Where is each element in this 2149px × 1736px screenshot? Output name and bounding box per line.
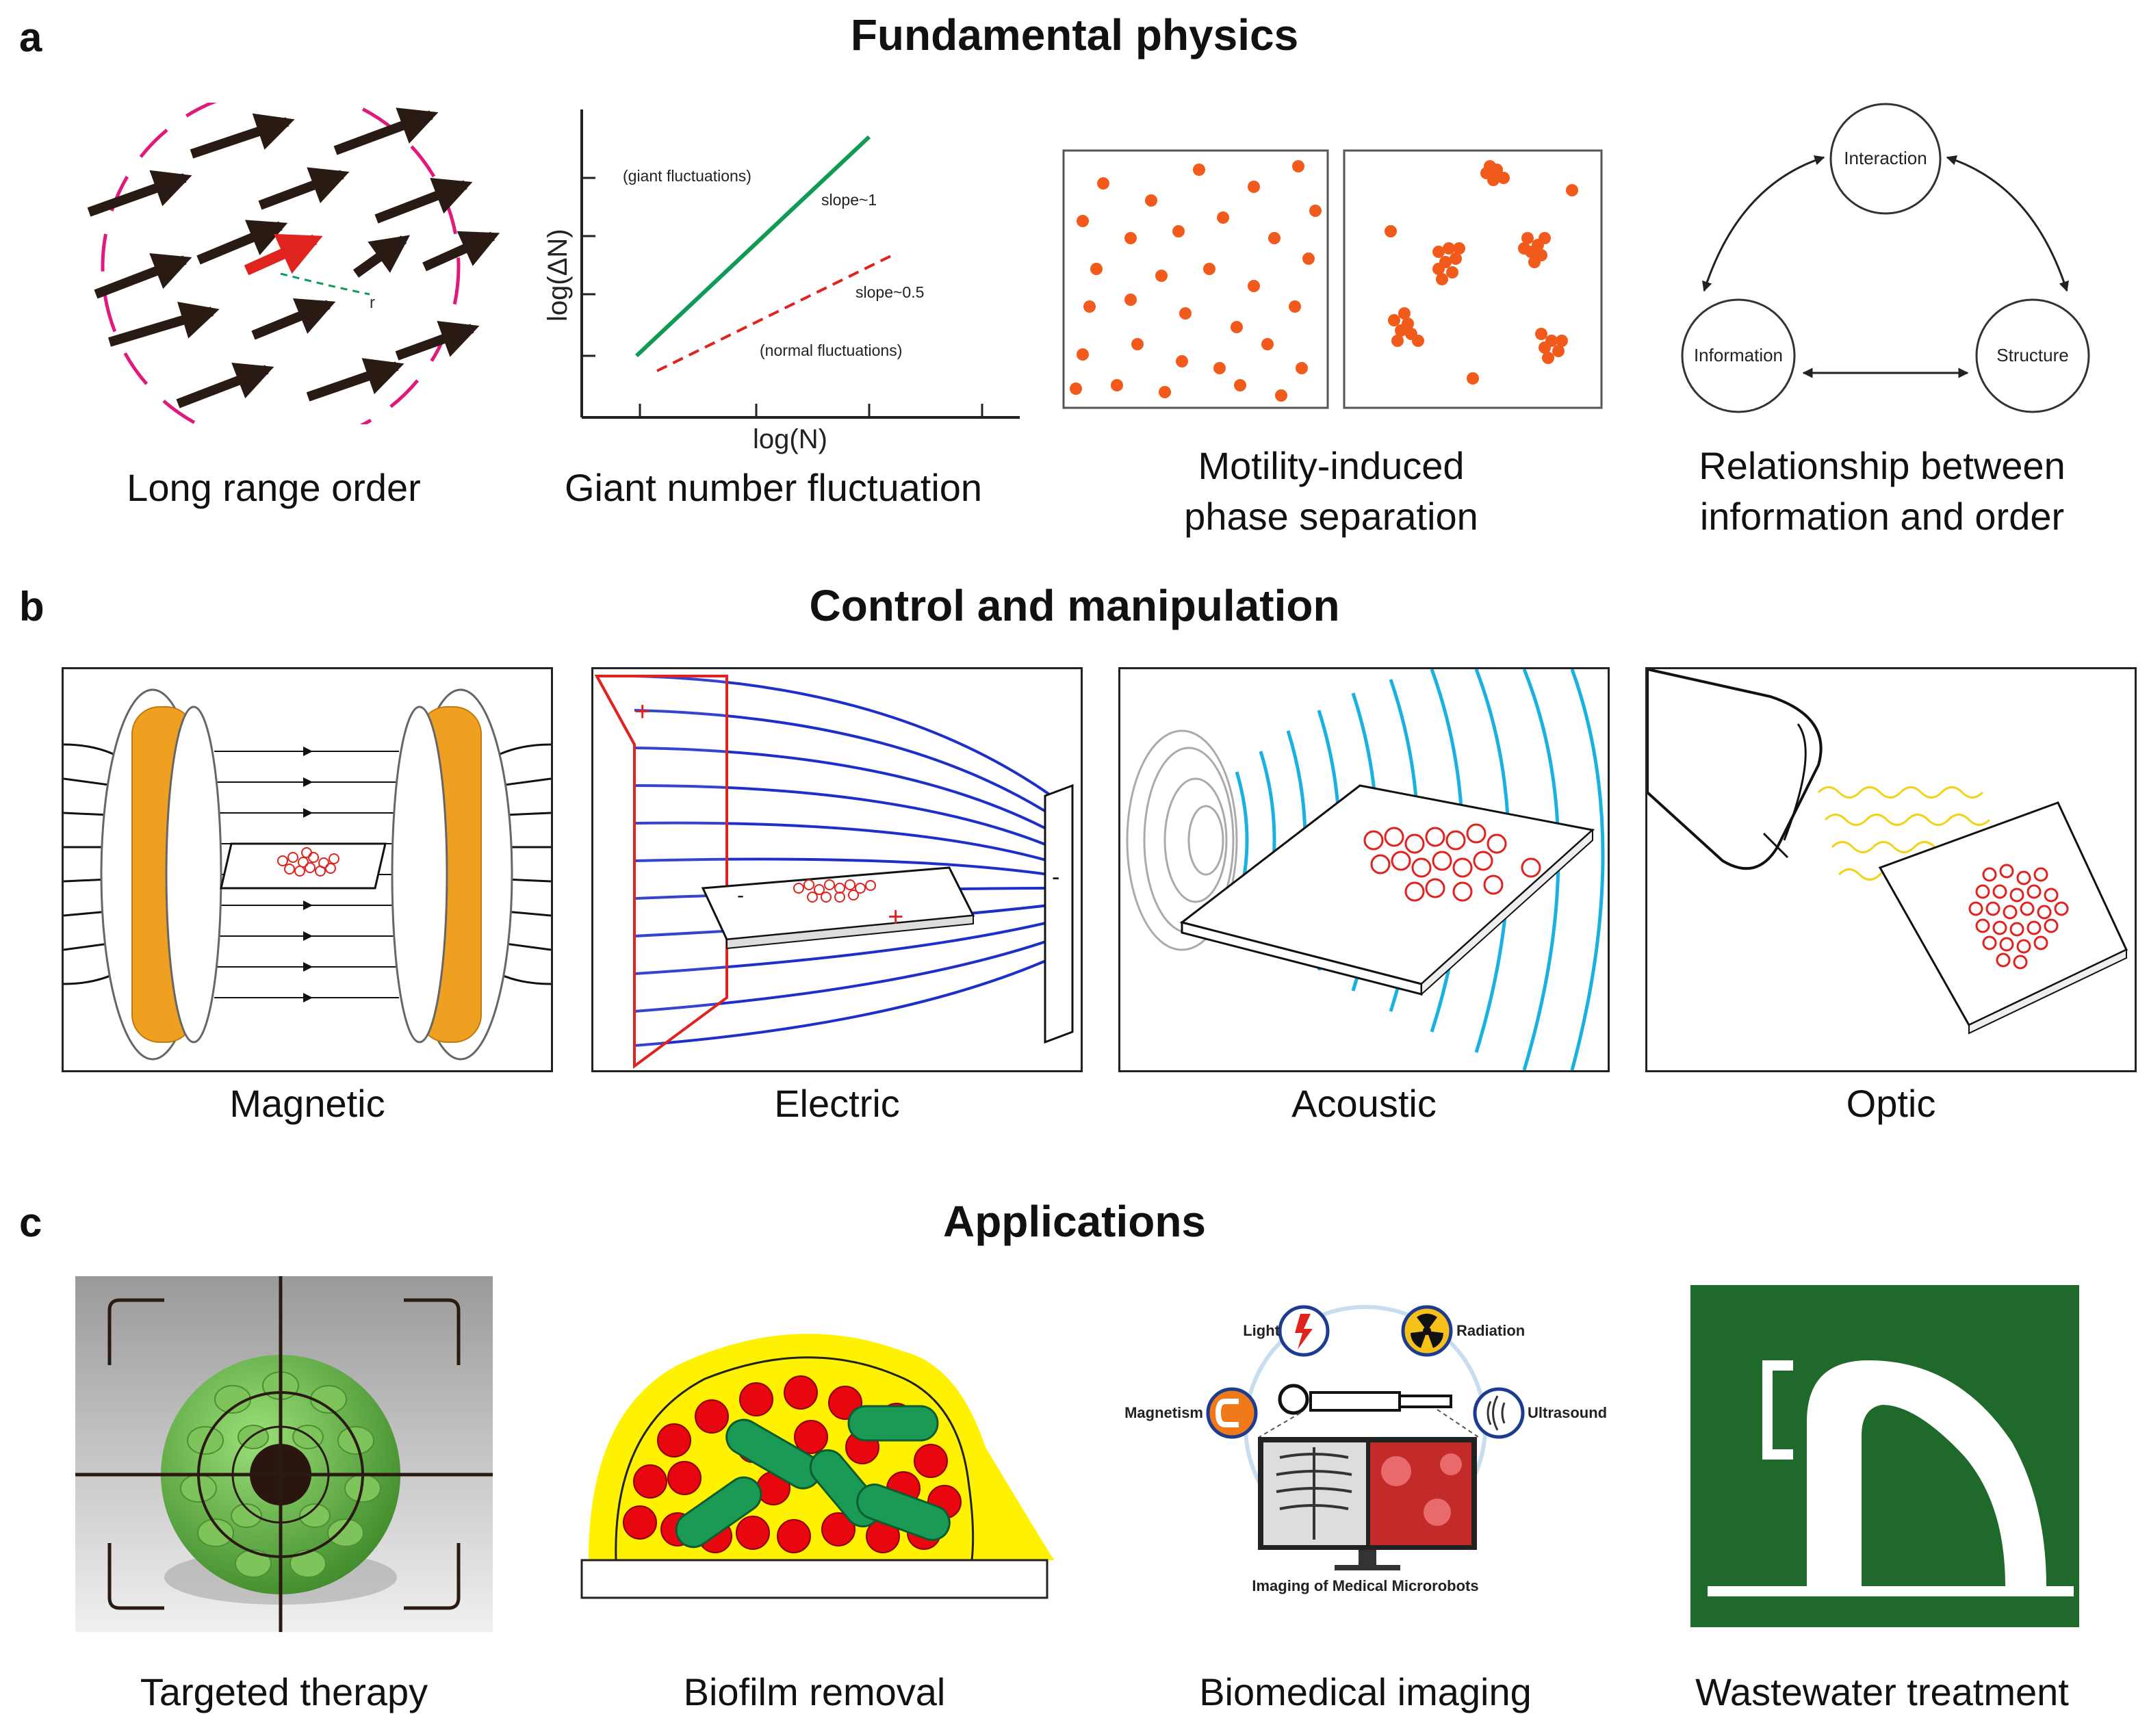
positive-sign: +	[634, 697, 650, 727]
caption-giant-number-fluctuation: Giant number fluctuation	[564, 466, 983, 509]
radius-line	[280, 272, 370, 296]
caption-relationship-line1: Relationship between	[1699, 444, 2066, 487]
panel-label-c: c	[19, 1200, 42, 1245]
relationship-diagram: Interaction Information Structure	[1681, 103, 2090, 413]
normal-fluctuation-line	[656, 252, 897, 372]
microrobot-icon	[1278, 1384, 1452, 1415]
long-range-order-diagram: r	[87, 103, 500, 424]
label-magnetism: Magnetism	[1124, 1404, 1203, 1421]
outflow-pipe-shape	[1807, 1360, 2046, 1586]
giant-number-fluctuation-plot: (giant fluctuations) slope~1 slope~0.5 (…	[543, 109, 1020, 454]
caption-biofilm-removal: Biofilm removal	[683, 1670, 946, 1713]
section-title-applications: Applications	[942, 1197, 1207, 1246]
pipe-bracket	[1762, 1360, 1793, 1460]
caption-mips-line1: Motility-induced	[1198, 444, 1465, 487]
biofilm-removal-image	[580, 1334, 1054, 1599]
annotation-slope-0-5: slope~0.5	[855, 283, 924, 301]
rod-bacteria	[675, 1405, 951, 1549]
reference-arrow	[244, 233, 323, 276]
node-interaction-label: Interaction	[1844, 148, 1927, 168]
slide-minus-sign: -	[737, 884, 744, 907]
x-axis-label: log(N)	[753, 424, 827, 454]
light-source	[1647, 669, 1823, 870]
caption-mips-line2: phase separation	[1184, 495, 1478, 538]
velocity-arrows	[87, 107, 500, 409]
caption-biomedical-imaging: Biomedical imaging	[1199, 1670, 1532, 1713]
caption-relationship-line2: information and order	[1699, 495, 2065, 538]
arrow-interaction-structure	[1946, 155, 2069, 292]
label-radiation: Radiation	[1456, 1322, 1525, 1339]
node-structure	[1975, 298, 2090, 413]
panel-label-a: a	[19, 14, 42, 60]
label-ultrasound: Ultrasound	[1528, 1404, 1607, 1421]
optic-panel	[1645, 667, 2137, 1072]
caption-long-range-order: Long range order	[127, 466, 421, 509]
magnet-icon	[1206, 1387, 1258, 1439]
node-information-label: Information	[1694, 345, 1783, 365]
caption-targeted-therapy: Targeted therapy	[140, 1670, 428, 1713]
correlation-circle	[101, 103, 461, 424]
substrate	[580, 1559, 1048, 1599]
electric-panel: + - - +	[591, 667, 1083, 1072]
node-information	[1681, 298, 1796, 413]
wastewater-treatment-image	[1690, 1285, 2079, 1627]
mips-clustered-panel	[1343, 149, 1603, 409]
arrow-interaction-information	[1702, 155, 1825, 292]
node-interaction	[1829, 103, 1942, 215]
caption-optic: Optic	[1846, 1082, 1936, 1125]
magnetic-panel	[62, 667, 553, 1072]
caption-acoustic: Acoustic	[1291, 1082, 1437, 1125]
mips-homogeneous-panel	[1062, 149, 1329, 409]
light-icon	[1278, 1305, 1330, 1357]
section-title-fundamental-physics: Fundamental physics	[850, 10, 1299, 60]
node-structure-label: Structure	[1996, 345, 2069, 365]
annotation-normal-fluctuations: (normal fluctuations)	[760, 341, 902, 359]
radiation-icon	[1401, 1305, 1453, 1357]
giant-fluctuation-line	[634, 135, 871, 358]
caption-magnetic: Magnetic	[229, 1082, 385, 1125]
section-title-control-manipulation: Control and manipulation	[809, 581, 1340, 630]
slide-plus-sign: +	[888, 902, 903, 932]
label-light: Light	[1243, 1322, 1280, 1339]
annotation-slope-1: slope~1	[821, 191, 877, 209]
caption-wastewater-treatment: Wastewater treatment	[1695, 1670, 2069, 1713]
sample-slide	[220, 842, 387, 890]
crosshair-corners	[107, 1298, 461, 1610]
targeted-therapy-image	[75, 1276, 493, 1632]
y-axis-label: log(ΔN)	[543, 229, 573, 322]
negative-sign: -	[1052, 864, 1059, 890]
ground-line	[1708, 1586, 2074, 1596]
label-imaging-medical-microrobots: Imaging of Medical Microrobots	[1252, 1577, 1478, 1594]
acoustic-panel	[1118, 667, 1610, 1072]
caption-electric: Electric	[774, 1082, 900, 1125]
positive-electrode	[594, 675, 728, 1069]
ultrasound-icon	[1473, 1387, 1525, 1439]
panel-label-b: b	[19, 584, 44, 630]
radius-label: r	[370, 294, 375, 312]
annotation-giant-fluctuations: (giant fluctuations)	[623, 167, 751, 185]
biomedical-imaging-image: Light Radiation Magnetism Ultrasound Ima…	[1124, 1305, 1607, 1594]
negative-electrode	[1044, 783, 1074, 1044]
